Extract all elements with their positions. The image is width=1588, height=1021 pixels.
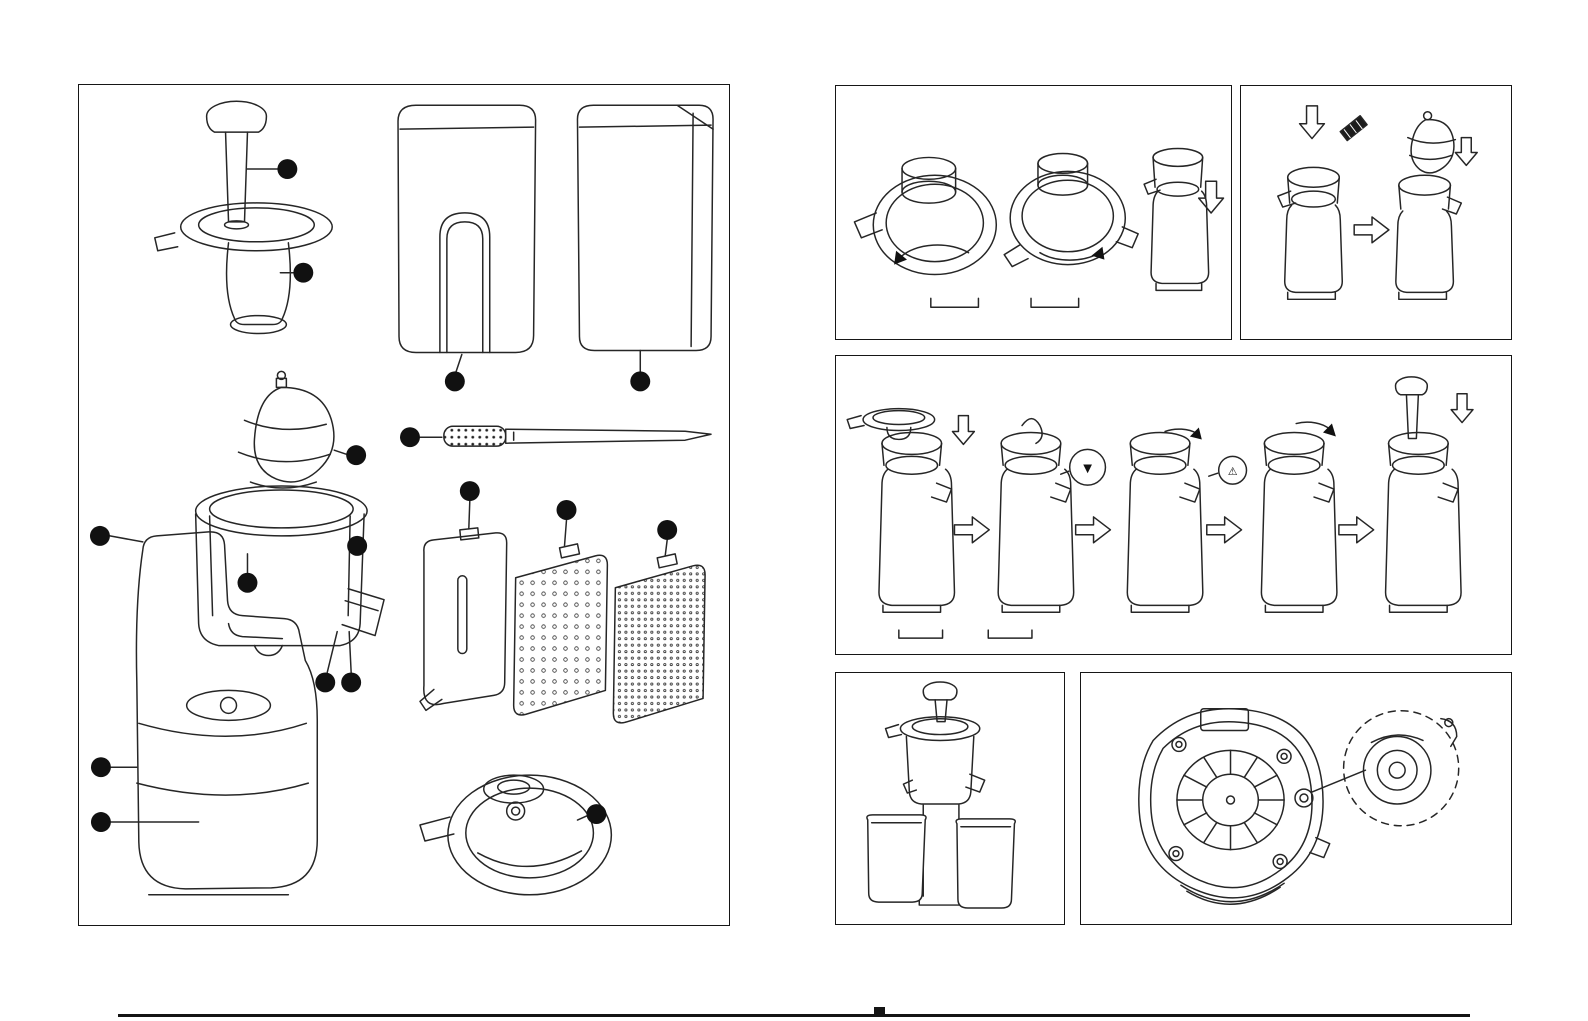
auger-insert-step — [1395, 111, 1478, 301]
arrow-right-icon — [953, 516, 990, 544]
juice-container-drawing — [397, 104, 537, 374]
panel-scraper-auger-install — [1240, 85, 1512, 340]
callout-dot — [459, 481, 480, 502]
coarse-strainer-drawing — [512, 519, 609, 716]
callout-dot — [90, 757, 111, 778]
motor-body-drawing — [109, 531, 319, 896]
callout-dot — [347, 535, 368, 556]
scraper-insert-step — [1277, 105, 1390, 301]
juice-cup-drawing — [866, 814, 927, 903]
parts-exploded-figure — [89, 100, 714, 896]
arrow-down-icon — [951, 414, 976, 446]
assembled-unit-figure — [866, 681, 1016, 909]
juicing-bowl-drawing — [194, 485, 385, 674]
pulp-cup-drawing — [955, 818, 1016, 909]
callout-dot — [586, 804, 607, 825]
callout-dot — [315, 672, 336, 693]
callout-dot — [346, 445, 367, 466]
auger-drawing — [237, 370, 347, 489]
arrow-down-icon — [1450, 393, 1474, 424]
power-socket-drawing — [1294, 788, 1314, 808]
panel-assembled-unit — [835, 672, 1065, 925]
assembly-sequence-figure: ▼ ⚠ — [846, 376, 1474, 639]
arrow-down-icon — [1298, 105, 1326, 140]
callout-dot — [630, 371, 651, 392]
assembly-step-5 — [1384, 376, 1474, 614]
bowl-rotate-step-2 — [1003, 152, 1139, 268]
callout-dot — [657, 519, 678, 540]
arrow-right-icon — [1353, 216, 1390, 244]
cleaning-brush-drawing — [419, 425, 712, 447]
label-bracket — [898, 629, 944, 639]
arrow-down-icon — [1197, 180, 1225, 214]
arrow-right-icon — [1074, 516, 1112, 544]
page-number-mark — [874, 1007, 885, 1014]
panel-parts-exploded — [78, 84, 730, 926]
label-bracket — [930, 297, 980, 308]
detail-leader-line — [1311, 769, 1367, 793]
align-mark-icon: ▼ — [1080, 461, 1095, 477]
base-bottom-figure — [1138, 707, 1460, 905]
rotate-ccw-icon — [894, 250, 907, 265]
arrow-right-icon — [1206, 516, 1243, 544]
callout-dots — [89, 159, 678, 832]
arrow-right-icon — [1338, 516, 1375, 544]
callout-dot — [400, 427, 420, 448]
strainer-holder-drawing — [419, 500, 508, 712]
chute-insert-step — [1143, 147, 1225, 292]
base-bottom-view — [1138, 707, 1367, 905]
assembly-step-4 — [1260, 421, 1338, 614]
callout-dot — [341, 672, 362, 693]
scraper-auger-figure — [1277, 105, 1478, 301]
callout-dot — [277, 159, 298, 180]
bowl-rotate-step-1 — [853, 156, 998, 276]
rotating-base-drawing — [419, 774, 613, 896]
pulp-container-drawing — [576, 104, 714, 373]
callout-dot — [90, 812, 111, 832]
panel-assembly-sequence: ▼ ⚠ — [835, 355, 1512, 655]
callout-dot — [237, 572, 258, 593]
callout-dot — [293, 262, 314, 283]
warning-icon: ⚠ — [1228, 466, 1238, 478]
panel-bowl-rotation — [835, 85, 1232, 340]
pusher-drawing — [205, 100, 279, 230]
footer-rule — [118, 1014, 1470, 1017]
hopper-drawing — [154, 202, 333, 335]
assembled-juicer-drawing — [866, 681, 1016, 909]
fine-strainer-drawing — [612, 539, 706, 724]
rotate-cw-icon — [1189, 427, 1202, 440]
rotate-cw-icon — [1322, 423, 1336, 437]
label-bracket — [987, 629, 1033, 639]
rating-label-drawing — [1200, 707, 1250, 732]
rotate-cw-icon — [1091, 246, 1105, 260]
bowl-rotation-figure — [853, 147, 1225, 308]
callout-dot — [89, 525, 110, 546]
label-bracket — [1030, 297, 1080, 308]
arrow-down-icon — [1454, 136, 1478, 167]
assembly-step-3: ⚠ — [1126, 427, 1248, 614]
panel-base-bottom-detail — [1080, 672, 1512, 925]
callout-dot — [444, 371, 465, 392]
plug-detail-drawing — [1342, 709, 1460, 827]
assembly-step-1 — [846, 407, 976, 614]
assembly-step-2: ▼ — [997, 417, 1107, 614]
callout-dot — [556, 500, 577, 520]
